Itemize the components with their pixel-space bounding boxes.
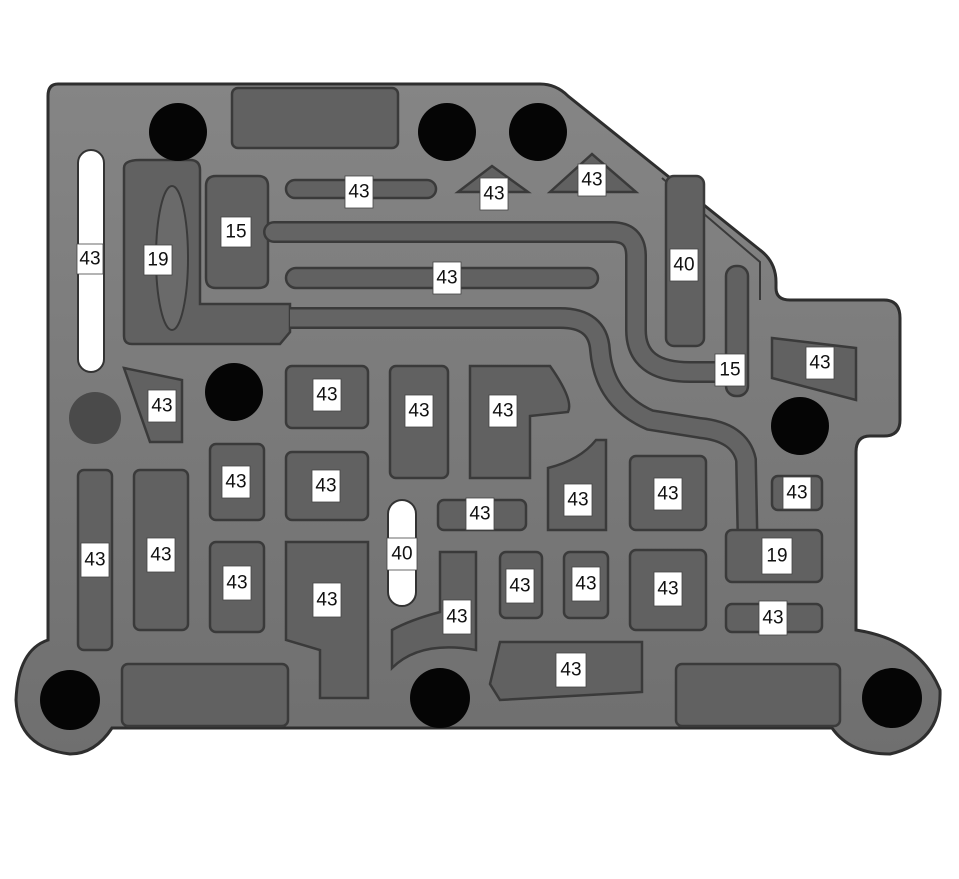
label-group: 43 19 15 43 43 43 43 40 15 43 43 43 43 4… <box>76 163 835 688</box>
label-text: 43 <box>150 545 171 566</box>
label-box: 43 <box>758 600 788 636</box>
label-box: 43 <box>442 599 472 635</box>
label-box: 19 <box>143 244 173 276</box>
label-box: 43 <box>80 542 110 578</box>
l-shape-pocket <box>284 540 370 700</box>
bolt-hole <box>205 363 263 421</box>
label-box: 43 <box>147 389 177 423</box>
label-text: 40 <box>673 255 694 276</box>
upper-channel-fill <box>265 223 744 381</box>
label-text: 43 <box>809 353 830 374</box>
label-text: 19 <box>147 250 168 271</box>
label-box: 43 <box>577 163 607 197</box>
rect-c-pocket <box>468 364 571 480</box>
label-text: 15 <box>719 360 740 381</box>
bolt-hole <box>771 397 829 455</box>
bolt-hole <box>410 668 470 728</box>
label-box: 43 <box>488 394 518 428</box>
label-text: 43 <box>226 573 247 594</box>
label-box: 43 <box>465 497 495 531</box>
label-text: 43 <box>657 579 678 600</box>
label-text: 43 <box>509 576 530 597</box>
bolt-hole <box>40 670 100 730</box>
label-text: 43 <box>762 608 783 629</box>
label-text: 43 <box>408 401 429 422</box>
bolt-hole <box>509 103 567 161</box>
curve-pocket <box>390 550 478 672</box>
label-box: 43 <box>312 582 342 618</box>
label-box: 43 <box>432 261 462 295</box>
label-box: 43 <box>805 346 835 380</box>
label-text: 43 <box>348 182 369 203</box>
label-text: 43 <box>436 268 457 289</box>
label-text: 43 <box>225 472 246 493</box>
lower-channel-fill <box>290 309 818 569</box>
label-text: 43 <box>316 590 337 611</box>
label-text: 43 <box>581 170 602 191</box>
label-text: 43 <box>79 249 100 270</box>
label-box: 43 <box>76 243 104 275</box>
bolt-hole <box>149 103 207 161</box>
label-text: 43 <box>575 574 596 595</box>
label-box: 43 <box>222 565 252 601</box>
label-text: 43 <box>151 396 172 417</box>
label-text: 43 <box>492 401 513 422</box>
label-box: 43 <box>782 476 812 510</box>
label-box: 40 <box>386 537 418 571</box>
label-box: 15 <box>714 353 746 387</box>
label-text: 40 <box>391 544 412 565</box>
label-box: 43 <box>479 177 509 211</box>
label-text: 43 <box>315 476 336 497</box>
label-box: 43 <box>555 652 587 688</box>
label-text: 43 <box>316 385 337 406</box>
label-text: 43 <box>483 184 504 205</box>
label-box: 43 <box>571 566 601 602</box>
bottom-recess-left <box>120 662 290 728</box>
label-box: 43 <box>221 465 251 499</box>
label-box: 43 <box>653 571 683 607</box>
label-text: 19 <box>766 546 787 567</box>
label-box: 43 <box>311 469 341 503</box>
label-box: 43 <box>505 568 535 604</box>
label-box: 19 <box>761 537 793 575</box>
label-box: 43 <box>344 175 374 209</box>
top-recess <box>230 86 400 150</box>
bolt-hole <box>862 668 922 728</box>
label-text: 43 <box>469 504 490 525</box>
label-text: 43 <box>84 550 105 571</box>
label-box: 43 <box>653 477 683 511</box>
label-text: 15 <box>225 222 246 243</box>
label-text: 43 <box>657 484 678 505</box>
plug-circle <box>69 392 121 444</box>
label-box: 43 <box>146 537 176 573</box>
label-text: 43 <box>786 483 807 504</box>
label-box: 43 <box>312 378 342 412</box>
label-text: 43 <box>567 490 588 511</box>
label-box: 43 <box>563 483 593 517</box>
label-box: 43 <box>404 394 434 428</box>
label-text: 43 <box>560 660 581 681</box>
label-box: 40 <box>669 248 699 282</box>
bolt-hole <box>418 103 476 161</box>
label-box: 15 <box>220 216 252 248</box>
bottom-recess-right <box>674 662 842 728</box>
label-text: 43 <box>446 607 467 628</box>
